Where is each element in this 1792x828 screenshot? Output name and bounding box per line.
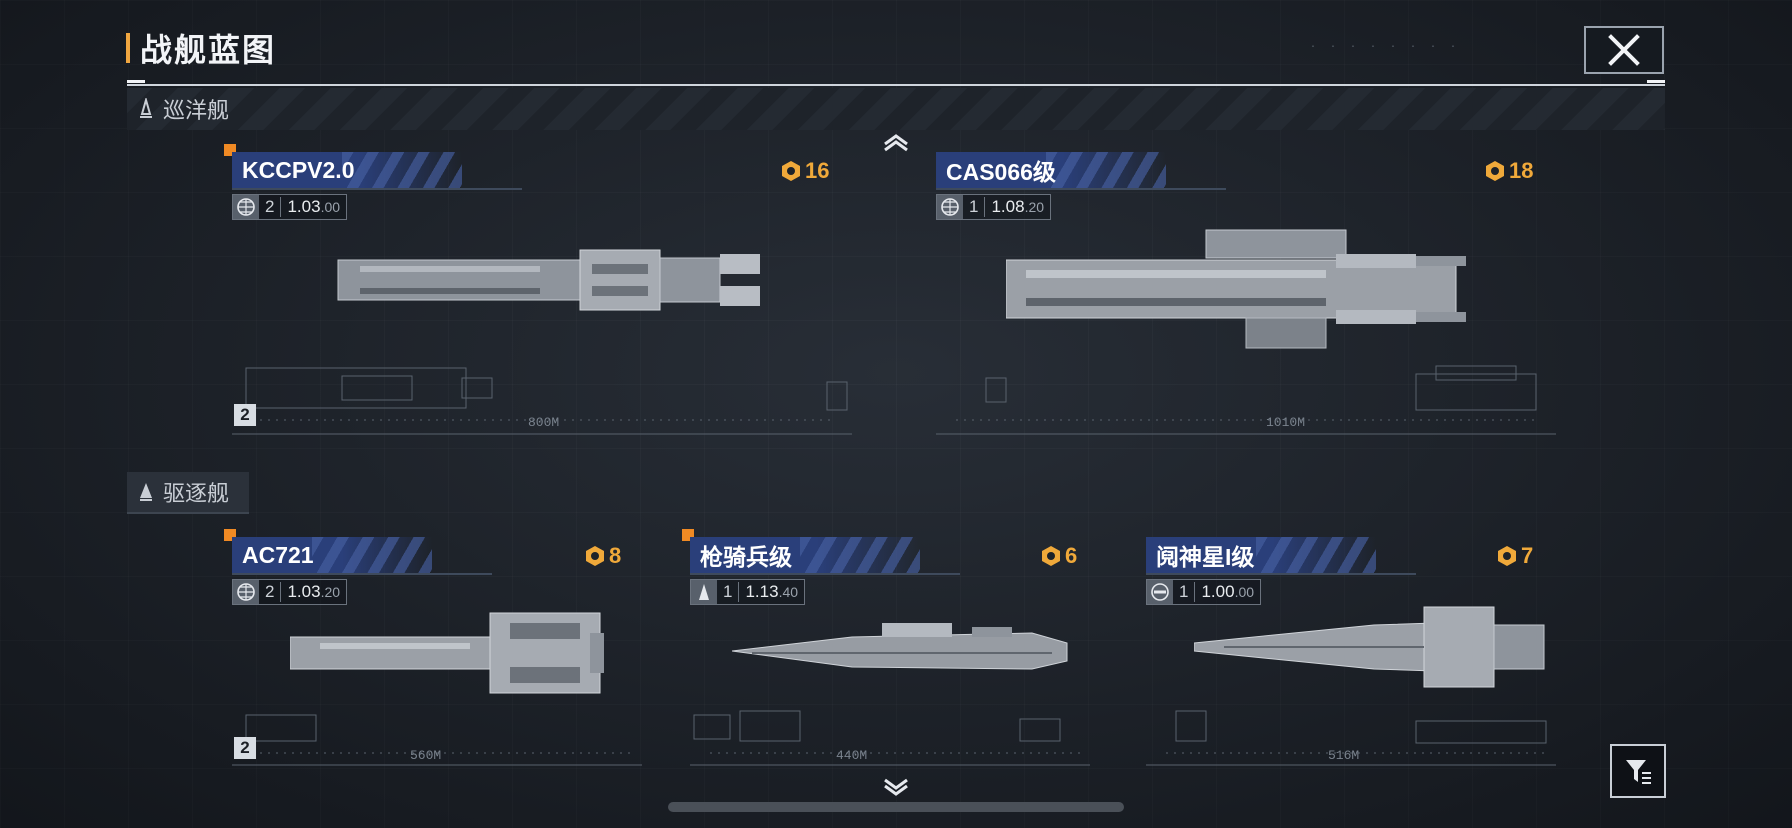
ship-name: CAS066级: [946, 159, 1056, 185]
point-badge: 6: [1040, 543, 1077, 569]
name-underline: [232, 573, 492, 575]
title-accent-bar: [126, 33, 130, 63]
ship-card-ac721[interactable]: AC721 8 2 1.03.20 560M 2: [224, 529, 652, 773]
ship-name-bar: CAS066级: [936, 152, 1166, 188]
name-underline: [690, 573, 960, 575]
section-header-cruiser: 巡洋舰: [127, 88, 1665, 130]
section-label-cruiser: 巡洋舰: [163, 98, 230, 123]
ship-name: 枪骑兵级: [700, 544, 792, 570]
point-value: 16: [805, 158, 830, 183]
badge-icon: [1042, 546, 1060, 566]
filter-button[interactable]: [1610, 744, 1666, 798]
ship-name: AC721: [242, 541, 314, 568]
badge-icon: [1498, 546, 1516, 566]
section-header-destroyer: 驱逐舰: [127, 472, 249, 514]
globe-icon: [233, 195, 259, 219]
ship-name-bar: AC721: [232, 537, 432, 573]
ship-length: 800M: [528, 415, 559, 430]
ship-card-cas066[interactable]: CAS066级 18 1 1.08.20 1010M: [936, 152, 1556, 442]
ship-version-sub: .00: [1234, 584, 1255, 600]
point-value: 6: [1065, 543, 1078, 568]
ship-card-shenxing[interactable]: 阋神星I级 7 1 1.00.00 516M: [1146, 537, 1566, 773]
ship-name-bar: KCCPV2.0: [232, 152, 462, 188]
point-badge: 18: [1484, 158, 1533, 184]
ship-image: [290, 612, 604, 694]
ship-card-lancer[interactable]: 枪骑兵级 6 1 1.13.40 440M: [682, 529, 1100, 773]
badge-icon: [782, 161, 800, 181]
ship-name: 阋神星I级: [1156, 544, 1255, 570]
name-underline: [232, 188, 522, 190]
badge-icon: [1486, 161, 1504, 181]
page-title: 战舰蓝图: [140, 32, 277, 68]
name-underline: [936, 188, 1226, 190]
ship-stats: 2 1.03.00: [232, 194, 348, 220]
ship-blueprint: 1010M: [936, 365, 1556, 435]
ship-blueprint: 800M: [232, 367, 852, 435]
faction-icon: [1147, 580, 1173, 604]
cruiser-class-icon: [140, 98, 152, 118]
ship-blueprint: 516M: [1146, 710, 1556, 766]
page-header: 战舰蓝图: [126, 30, 276, 68]
close-icon: [1608, 34, 1640, 66]
point-value: 8: [609, 543, 622, 568]
ship-stats: 1 1.13.40: [690, 579, 806, 605]
globe-icon: [233, 580, 259, 604]
ship-name-bar: 阋神星I级: [1146, 537, 1376, 573]
ship-length: 516M: [1328, 748, 1359, 763]
ship-count: 1: [1173, 582, 1196, 602]
decorative-ticks: · · · · · · · ·: [1310, 42, 1461, 53]
destroyer-type-icon: [691, 580, 717, 604]
chevron-down-icon[interactable]: [882, 778, 910, 798]
ship-stats: 1 1.08.20: [936, 194, 1052, 220]
point-value: 18: [1509, 158, 1534, 183]
ship-card-kccpv[interactable]: KCCPV2.0 16 2 1.03.00 800M 2: [224, 144, 852, 442]
header-divider: [127, 84, 1665, 86]
ship-count: 2: [259, 197, 282, 217]
ship-name-bar: 枪骑兵级: [690, 537, 920, 573]
close-button[interactable]: [1584, 26, 1664, 74]
point-value: 7: [1521, 543, 1534, 568]
ship-version: 1.03: [287, 197, 321, 216]
badge-icon: [586, 546, 604, 566]
tier-badge: 2: [234, 737, 256, 759]
ship-stats: 1 1.00.00: [1146, 579, 1262, 605]
divider-tick-left: [127, 80, 145, 83]
ship-length: 440M: [836, 748, 867, 763]
tier-badge: 2: [234, 404, 256, 426]
ship-stats: 2 1.03.20: [232, 579, 348, 605]
ship-length: 560M: [410, 748, 441, 763]
horizontal-scrollbar[interactable]: [668, 802, 1124, 812]
ship-image: [337, 249, 760, 311]
ship-version: 1.13: [745, 582, 779, 601]
ship-version: 1.03: [287, 582, 321, 601]
name-underline: [1146, 573, 1416, 575]
ship-name: KCCPV2.0: [242, 156, 355, 183]
ship-version-sub: .00: [320, 199, 341, 215]
section-label-destroyer: 驱逐舰: [163, 481, 230, 506]
ship-count: 1: [963, 197, 986, 217]
globe-icon: [937, 195, 963, 219]
chevron-up-icon[interactable]: [882, 132, 910, 152]
divider-tick-right: [1647, 80, 1665, 83]
point-badge: 8: [584, 543, 621, 569]
ship-version-sub: .40: [778, 584, 799, 600]
ship-version: 1.08: [991, 197, 1025, 216]
ship-version: 1.00: [1201, 582, 1235, 601]
destroyer-class-icon: [140, 483, 152, 501]
ship-image: [1006, 229, 1466, 349]
ship-image: [1194, 606, 1545, 688]
ship-blueprint: 560M: [232, 714, 642, 766]
point-badge: 16: [780, 158, 829, 184]
ship-length: 1010M: [1266, 415, 1305, 430]
ship-version-sub: .20: [320, 584, 341, 600]
point-badge: 7: [1496, 543, 1533, 569]
filter-icon: [1626, 760, 1651, 784]
ship-count: 2: [259, 582, 282, 602]
ship-image: [732, 623, 1068, 670]
ship-version-sub: .20: [1024, 199, 1045, 215]
ship-blueprint: 440M: [690, 710, 1090, 766]
ship-count: 1: [717, 582, 740, 602]
